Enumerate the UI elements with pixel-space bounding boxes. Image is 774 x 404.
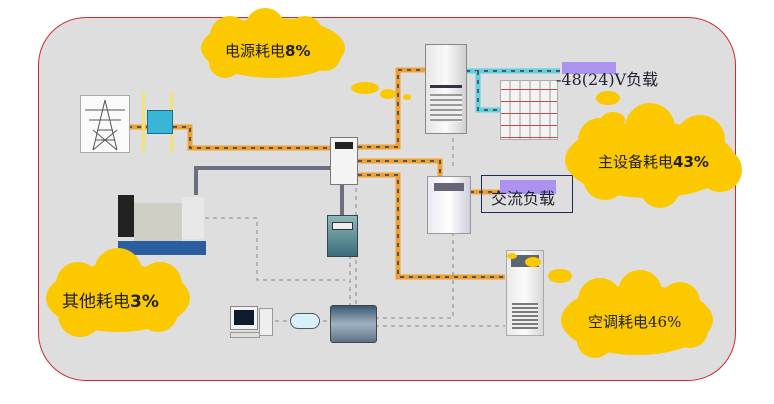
ac-load-label: 交流负载	[491, 189, 556, 208]
cloud-power	[201, 8, 411, 100]
ups-icon	[427, 176, 471, 234]
distribution-panel-icon	[330, 137, 358, 185]
dc-load-label: -48(24)V负载	[556, 70, 659, 89]
network-cloud-icon	[290, 313, 320, 329]
line-generator-to-panel	[194, 166, 330, 195]
generator-icon	[118, 195, 206, 257]
power-consumption-label: 电源耗电8%	[225, 42, 311, 60]
ac-consumption-label: 空调耗电46%	[588, 313, 682, 331]
battery-bank-icon	[500, 80, 558, 140]
other-consumption-label: 其他耗电3%	[62, 292, 159, 312]
cloud-ac	[507, 253, 713, 358]
transformer-icon	[140, 92, 176, 152]
monitoring-unit-icon	[330, 305, 377, 343]
dc-load-highlight	[562, 62, 616, 74]
rectifier-rack-icon	[425, 44, 467, 134]
cloud-main	[565, 91, 742, 208]
dc-power-lines	[466, 68, 560, 113]
ac-load-box	[481, 175, 573, 213]
ac-load-highlight	[500, 180, 556, 194]
power-tower-icon	[80, 95, 130, 153]
meter-box-icon	[327, 215, 358, 257]
main-equipment-consumption-label: 主设备耗电43%	[598, 153, 709, 171]
cloud-other	[46, 248, 190, 337]
computer-icon	[230, 306, 274, 338]
